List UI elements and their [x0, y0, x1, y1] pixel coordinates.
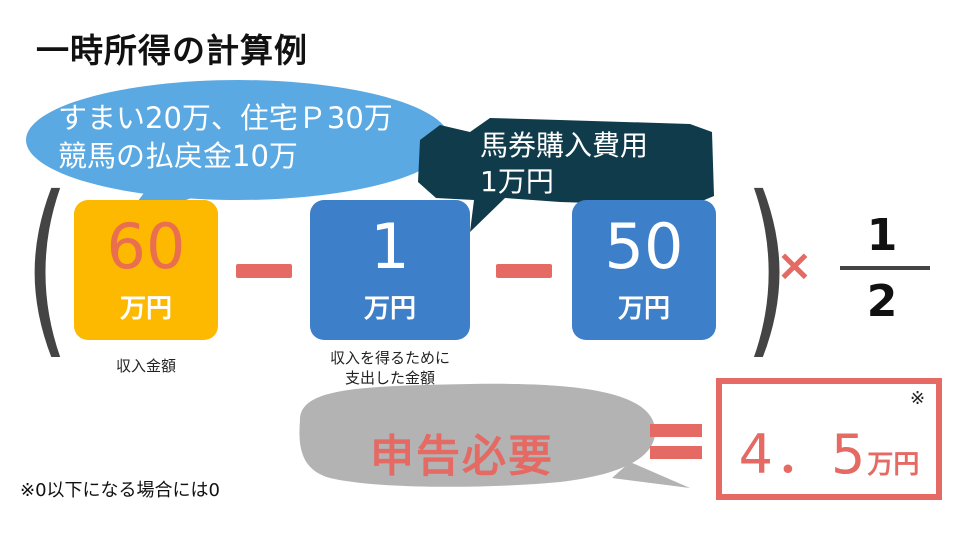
fraction-denominator: 2 — [866, 276, 898, 327]
special-deduction-value: 50 — [604, 209, 684, 283]
income-amount-caption: 収入金額 — [74, 356, 218, 376]
minus-sign-2 — [496, 264, 552, 278]
dark-bubble-text: 馬券購入費用 1万円 — [480, 128, 648, 201]
expense-amount-unit: 万円 — [363, 293, 416, 324]
result-note-mark: ※ — [910, 388, 926, 409]
expense-amount-caption: 収入を得るために 支出した金額 — [300, 348, 480, 389]
result-value: 4．5 — [738, 423, 868, 486]
dark-bubble-line2: 1万円 — [480, 165, 554, 199]
special-deduction-unit: 万円 — [617, 293, 670, 324]
income-amount-unit: 万円 — [119, 293, 172, 324]
fraction-bar — [840, 266, 930, 270]
declare-speech-bubble — [299, 383, 690, 488]
fraction-numerator: 1 — [866, 210, 898, 261]
light-bubble-text: すまい20万、住宅Ｐ30万 競馬の払戻金10万 — [58, 100, 393, 175]
minus-sign-1 — [236, 264, 292, 278]
expense-caption-line1: 収入を得るために — [329, 349, 450, 367]
result-box: 4．5 万円 — [716, 378, 942, 500]
income-amount-box: 60 万円 — [74, 200, 218, 340]
income-amount-value: 60 — [106, 209, 186, 283]
page-title: 一時所得の計算例 — [36, 31, 308, 70]
income-caption-line1: 収入金額 — [115, 357, 176, 375]
light-bubble-line1: すまい20万、住宅Ｐ30万 — [58, 101, 393, 135]
equals-bar-bottom — [650, 446, 702, 459]
expense-amount-box: 1 万円 — [310, 200, 470, 340]
open-parenthesis: ( — [24, 156, 70, 377]
special-deduction-box: 50 万円 — [572, 200, 716, 340]
dark-bubble-line1: 馬券購入費用 — [480, 129, 649, 162]
times-sign: × — [776, 240, 813, 291]
expense-caption-line2: 支出した金額 — [344, 369, 435, 388]
expense-amount-value: 1 — [370, 209, 410, 283]
light-bubble-line2: 競馬の払戻金10万 — [58, 138, 298, 173]
close-parenthesis: ) — [744, 156, 790, 377]
equals-bar-top — [650, 424, 702, 437]
result-unit: 万円 — [867, 450, 920, 480]
footnote: ※0以下になる場合には0 — [20, 480, 220, 501]
declare-required-text: 申告必要 — [370, 431, 554, 482]
